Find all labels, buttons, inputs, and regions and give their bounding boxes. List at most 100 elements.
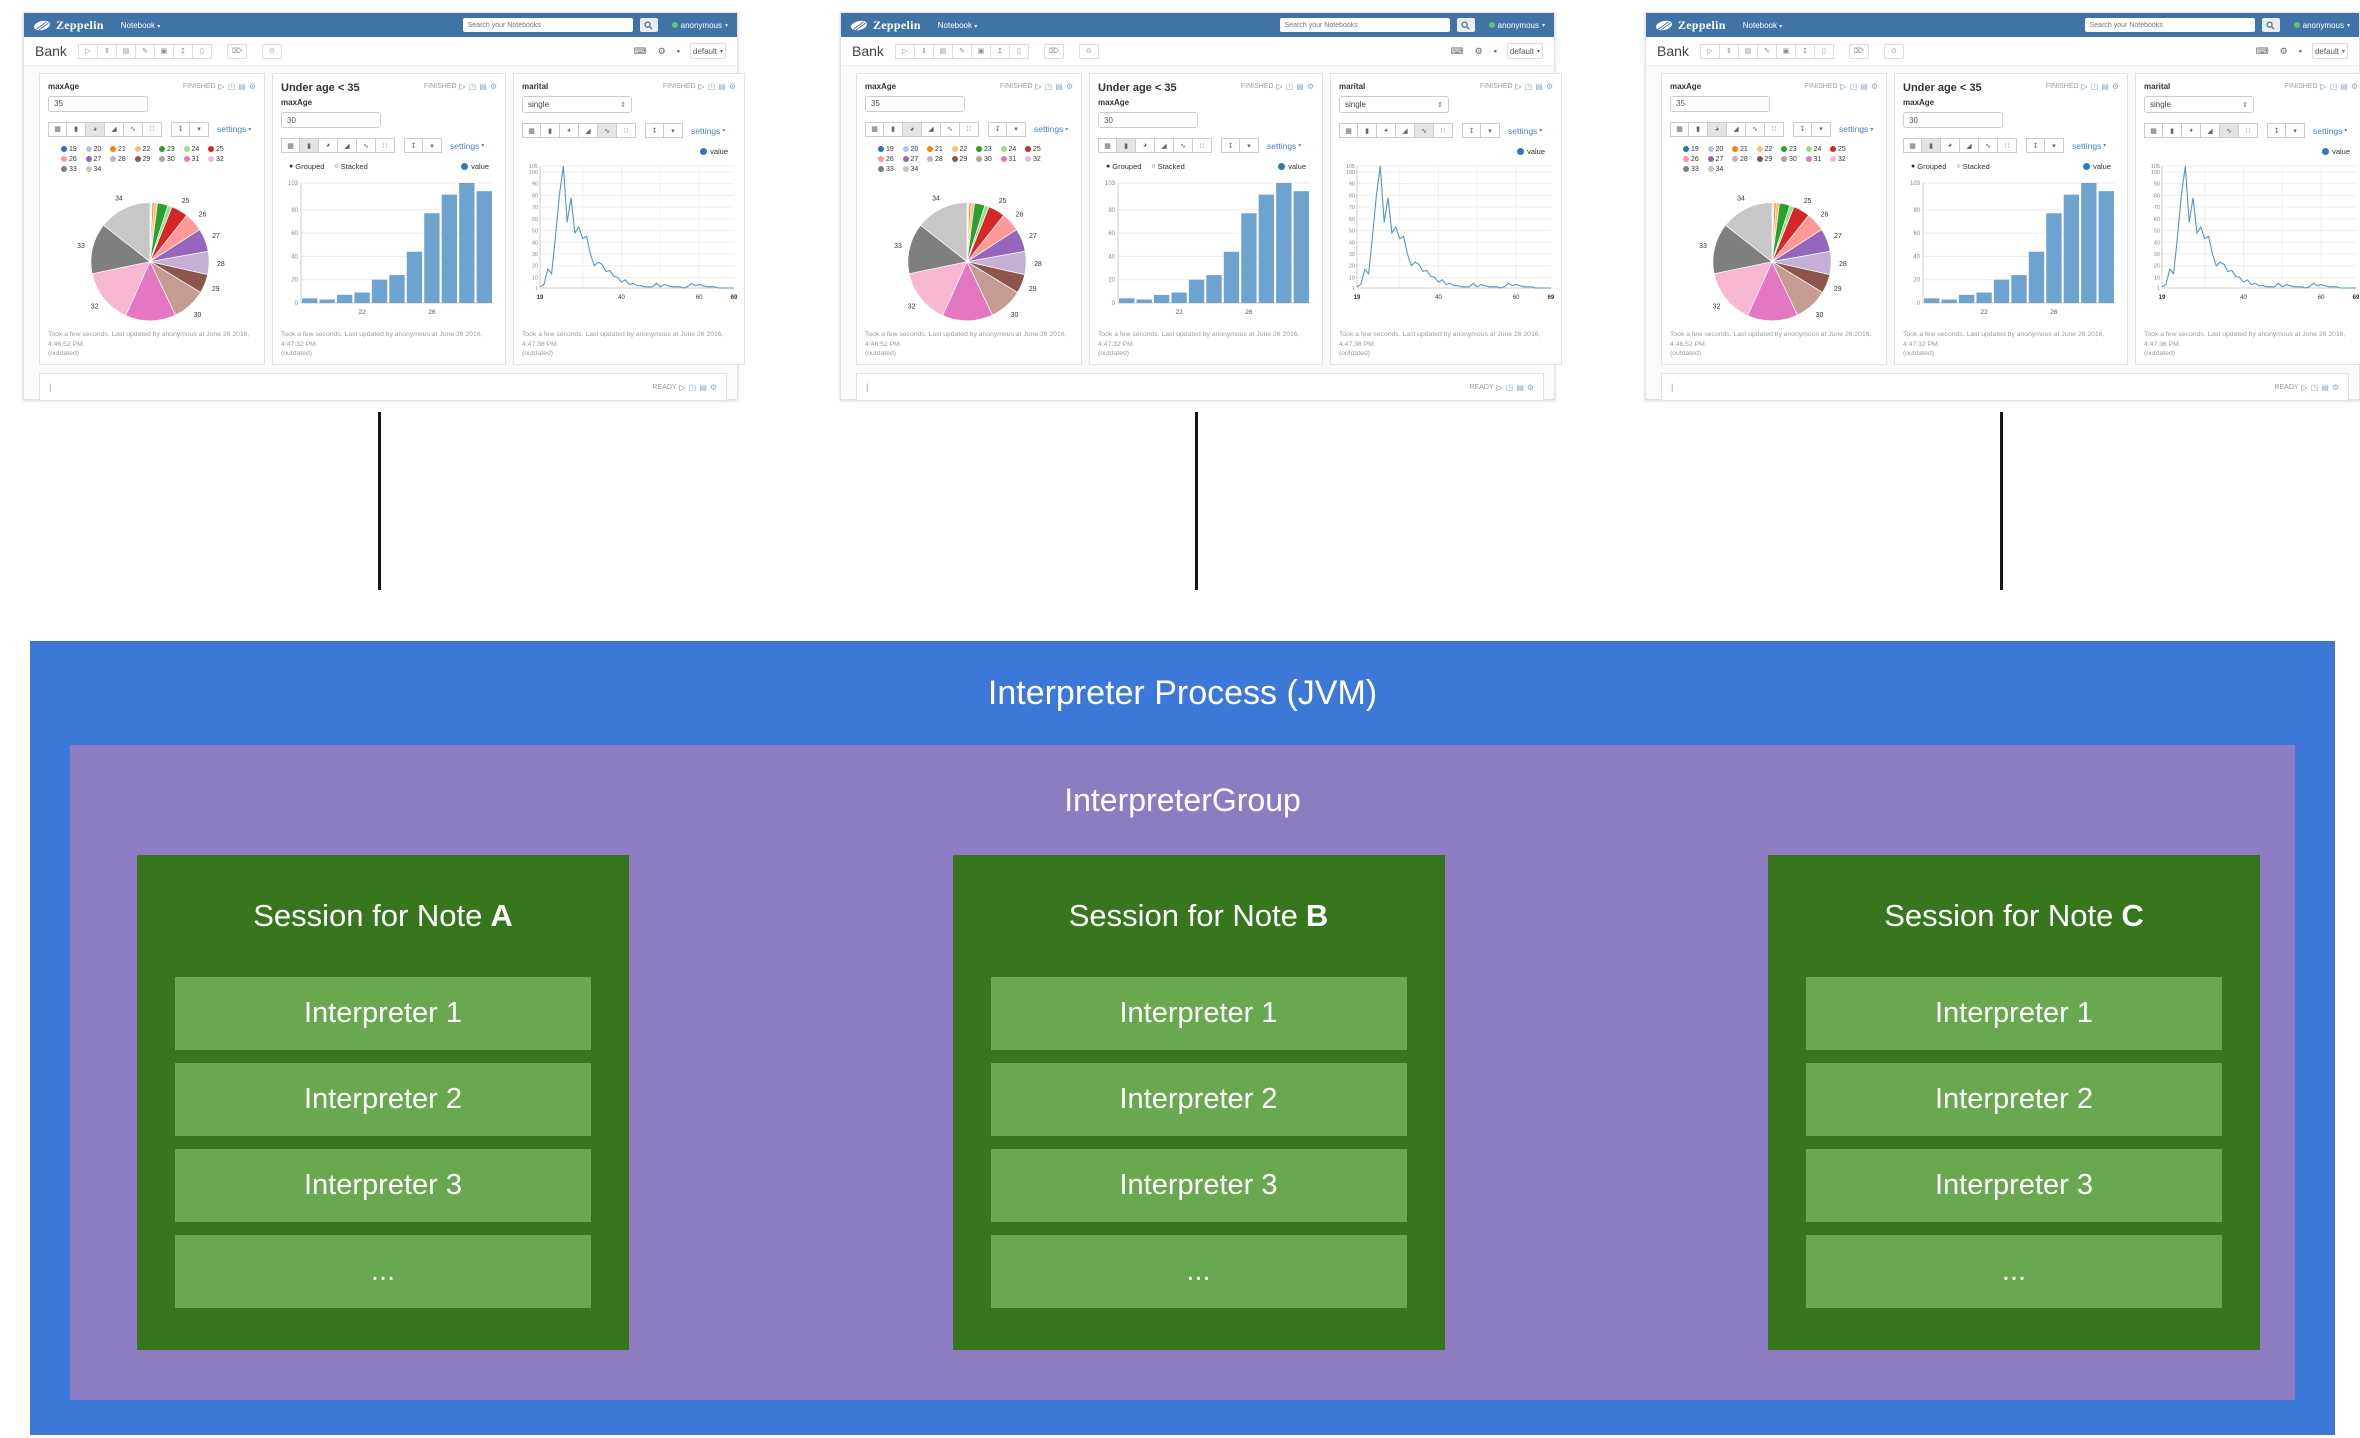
note-title[interactable]: Bank	[1657, 43, 1689, 59]
run-paragraph-icon[interactable]: ▷	[698, 82, 705, 91]
legend-item[interactable]: 19	[61, 146, 86, 153]
legend-item[interactable]: 31	[1805, 156, 1831, 163]
legend-item[interactable]: 33	[878, 166, 903, 173]
marital-select[interactable]: single⇕	[2144, 96, 2254, 113]
scatter-chart-button[interactable]: ∷	[1765, 121, 1784, 137]
line-chart-button[interactable]: ∿	[357, 138, 376, 153]
area-chart-button[interactable]: ◢	[579, 123, 598, 138]
download-data-button[interactable]: ↧	[404, 138, 423, 153]
search-button[interactable]	[1456, 18, 1475, 32]
area-chart-button[interactable]: ◢	[1155, 138, 1174, 153]
maxage-input[interactable]	[1670, 96, 1770, 112]
download-data-button[interactable]: ↧	[1221, 138, 1240, 153]
keyboard-shortcuts-icon[interactable]: ⌨	[1450, 45, 1464, 56]
legend-item[interactable]: 32	[208, 156, 233, 163]
download-options-button[interactable]: ▾	[1812, 121, 1831, 137]
permissions-lock-icon[interactable]: ▪	[2298, 46, 2302, 56]
toggle-output-icon[interactable]: ▤	[238, 82, 246, 91]
scheduler-button[interactable]: ⊙	[1883, 43, 1904, 59]
maxage-input[interactable]	[865, 96, 965, 112]
remove-note-button[interactable]: ⌦	[226, 43, 247, 59]
settings-link[interactable]: settings▾	[1034, 124, 1069, 135]
user-menu[interactable]: anonymous ▾	[1488, 21, 1545, 30]
export-note-button[interactable]: ↥	[1795, 43, 1815, 59]
remove-note-button[interactable]: ⌦	[1848, 43, 1869, 59]
line-chart-button[interactable]: ∿	[1174, 138, 1193, 153]
export-note-button[interactable]: ↥	[173, 43, 193, 59]
settings-link[interactable]: settings▾	[217, 124, 252, 135]
scatter-chart-button[interactable]: ∷	[617, 123, 636, 138]
expand-paragraph-icon[interactable]: ◳	[1849, 82, 1858, 91]
table-display-button[interactable]: ▦	[2144, 123, 2163, 138]
scatter-chart-button[interactable]: ∷	[1998, 138, 2017, 153]
run-paragraph-icon[interactable]: ▷	[1515, 82, 1522, 91]
paragraph-gear-icon[interactable]: ⚙	[2111, 82, 2119, 91]
toggle-output-icon[interactable]: ▤	[718, 82, 726, 91]
run-all-paragraphs-button[interactable]: ▷	[894, 43, 915, 59]
paragraph-gear-icon[interactable]: ⚙	[248, 82, 256, 91]
stacked-radio[interactable]: ○Stacked	[1151, 162, 1185, 171]
keyboard-shortcuts-icon[interactable]: ⌨	[633, 45, 647, 56]
line-chart-button[interactable]: ∿	[1746, 121, 1765, 137]
scheduler-button[interactable]: ⊙	[1078, 43, 1099, 59]
expand-paragraph-icon[interactable]: ◳	[227, 82, 236, 91]
bar-chart-button[interactable]: ▮	[1117, 138, 1136, 153]
user-menu[interactable]: anonymous ▾	[2293, 21, 2350, 30]
pie-chart-button[interactable]: ◕	[903, 121, 922, 137]
permissions-lock-icon[interactable]: ▪	[1493, 46, 1497, 56]
line-chart-button[interactable]: ∿	[2220, 123, 2239, 138]
bar-chart-button[interactable]: ▮	[541, 123, 560, 138]
legend-item[interactable]: 28	[927, 156, 952, 163]
legend-item[interactable]: 19	[878, 146, 903, 153]
marital-select[interactable]: single⇕	[1339, 96, 1449, 113]
legend-item[interactable]: 32	[1830, 156, 1855, 163]
legend-item[interactable]: 22	[1756, 146, 1782, 153]
scatter-chart-button[interactable]: ∷	[960, 121, 979, 137]
grouped-radio[interactable]: ●Grouped	[1106, 162, 1142, 171]
table-display-button[interactable]: ▦	[1670, 121, 1689, 137]
pie-chart-button[interactable]: ◕	[1136, 138, 1155, 153]
maxage-input[interactable]	[1903, 112, 2003, 128]
table-display-button[interactable]: ▦	[1098, 138, 1117, 153]
search-input[interactable]	[462, 18, 633, 32]
scatter-chart-button[interactable]: ∷	[2239, 123, 2258, 138]
note-config-gear-icon[interactable]: ⚙	[657, 45, 666, 56]
empty-paragraph[interactable]: | READY▷◳▤⚙	[856, 373, 1544, 401]
interpreter-binding-button[interactable]: default▾	[2311, 43, 2348, 59]
paragraph-gear-icon[interactable]: ⚙	[709, 382, 717, 392]
interpreter-binding-button[interactable]: default▾	[689, 43, 726, 59]
paragraph-gear-icon[interactable]: ⚙	[1065, 82, 1073, 91]
scheduler-button[interactable]: ⊙	[261, 43, 282, 59]
legend-item[interactable]: 30	[976, 156, 1001, 163]
legend-item[interactable]: 25	[1830, 146, 1855, 153]
toggle-output-icon[interactable]: ▤	[1860, 82, 1868, 91]
download-options-button[interactable]: ▾	[1240, 138, 1259, 153]
table-display-button[interactable]: ▦	[281, 138, 300, 153]
legend-item[interactable]: 33	[61, 166, 86, 173]
download-data-button[interactable]: ↧	[988, 121, 1007, 137]
legend-item[interactable]: 22	[134, 146, 160, 153]
run-paragraph-icon[interactable]: ▷	[679, 382, 686, 392]
download-options-button[interactable]: ▾	[2045, 138, 2064, 153]
line-chart-button[interactable]: ∿	[124, 121, 143, 137]
toggle-output-icon[interactable]: ▤	[2101, 82, 2109, 91]
remove-note-button[interactable]: ⌦	[1043, 43, 1064, 59]
notebook-menu[interactable]: Notebook ▾	[1742, 20, 1783, 30]
clone-note-button[interactable]: ▣	[154, 43, 174, 59]
legend-item[interactable]: 31	[1000, 156, 1026, 163]
legend-item[interactable]: 32	[1025, 156, 1050, 163]
maxage-input[interactable]	[1098, 112, 1198, 128]
bar-chart-button[interactable]: ▮	[884, 121, 903, 137]
bar-chart-button[interactable]: ▮	[1358, 123, 1377, 138]
settings-link[interactable]: settings▾	[1839, 124, 1874, 135]
legend-item[interactable]: 26	[61, 156, 86, 163]
area-chart-button[interactable]: ◢	[1727, 121, 1746, 137]
run-paragraph-icon[interactable]: ▷	[2081, 82, 2088, 91]
legend-item[interactable]: 34	[85, 166, 111, 173]
export-note-button[interactable]: ↥	[990, 43, 1010, 59]
paragraph-gear-icon[interactable]: ⚙	[1526, 382, 1534, 392]
table-display-button[interactable]: ▦	[1903, 138, 1922, 153]
run-paragraph-icon[interactable]: ▷	[1496, 382, 1503, 392]
legend-item[interactable]: 28	[110, 156, 135, 163]
show-hide-code-button[interactable]: ⇕	[97, 43, 117, 59]
